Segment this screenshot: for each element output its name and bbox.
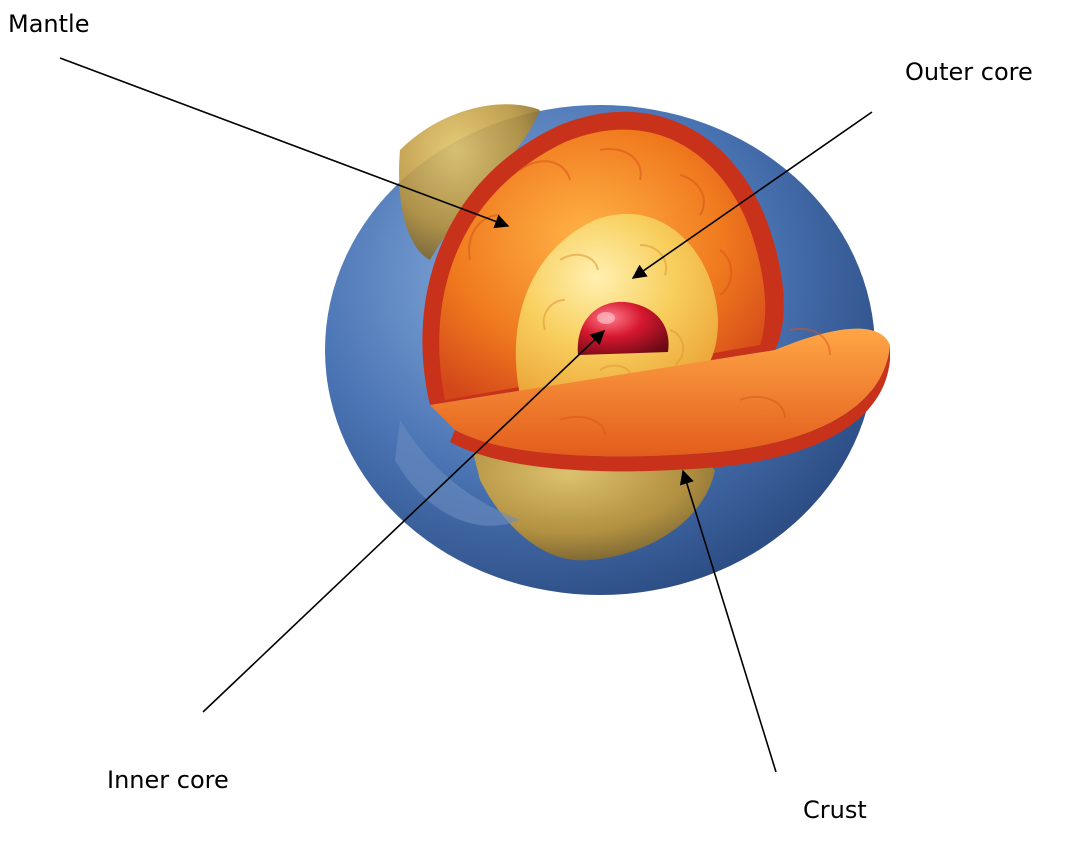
mantle-label: Mantle: [8, 12, 89, 36]
crust-label: Crust: [803, 798, 867, 822]
outer-core-label: Outer core: [905, 60, 1033, 84]
inner-core-highlight: [597, 312, 615, 324]
inner-core-label: Inner core: [107, 768, 229, 792]
